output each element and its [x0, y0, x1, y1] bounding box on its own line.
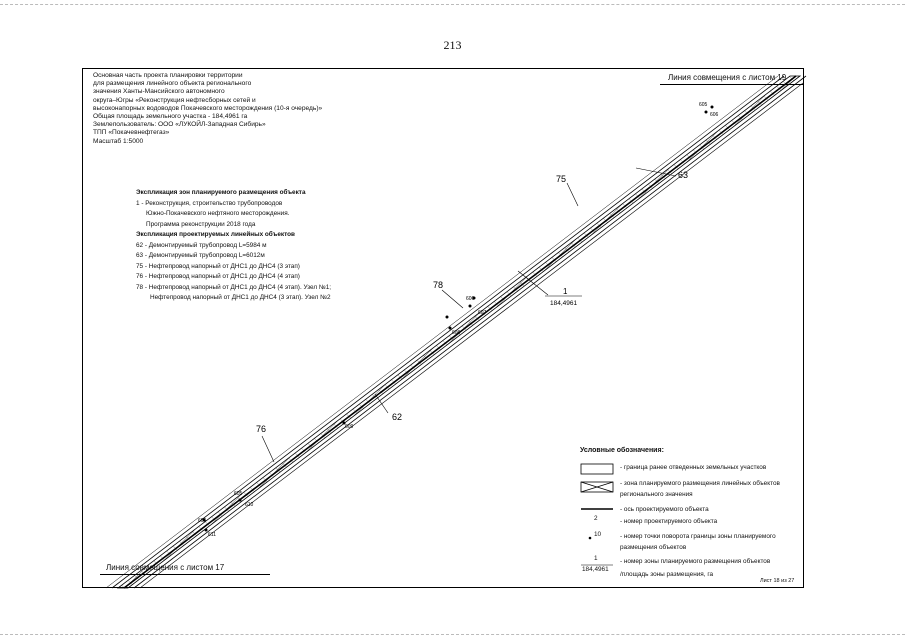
label-object-62: 62 [392, 412, 402, 422]
pipeline-corridor [105, 75, 807, 589]
zones-explication-item: Южно-Покачевского нефтяного месторождени… [146, 210, 290, 217]
point-label: 608 [452, 330, 461, 336]
drawing-frame [82, 68, 804, 588]
scan-artifact-bottom [0, 634, 905, 635]
label-zone-number: 1 [563, 287, 568, 296]
point-label: 606 [466, 296, 475, 302]
objects-explication-item: 78 - Нефтепровод напорный от ДНС1 до ДНС… [136, 283, 332, 291]
point-label: 605 [234, 491, 243, 497]
sheet-label: Лист 18 из 27 [760, 578, 795, 584]
zones-explication-item: Программа реконструкции 2018 года [146, 220, 256, 228]
match-line-bottom [100, 574, 270, 575]
leaders [261, 167, 677, 463]
legend-point-symbol [588, 536, 592, 540]
match-line-top-label: Линия совмещения с листом 19 [668, 73, 787, 82]
header-line: ТПП «Покачевнефтегаз» [93, 129, 170, 137]
point-label: 610 [245, 502, 254, 508]
legend-item: - граница ранее отведенных земельных уча… [620, 464, 767, 471]
turning-points [202, 105, 714, 532]
scan-artifact-top [0, 4, 905, 5]
objects-explication-item: 75 - Нефтепровод напорный от ДНС1 до ДНС… [136, 262, 300, 270]
header-line: Масштаб 1:5000 [93, 137, 144, 145]
point-label: 611 [208, 532, 216, 538]
header-line: высоконапорных водоводов Покачевского ме… [93, 104, 323, 112]
header-line: Землепользователь: ООО «ЛУКОЙЛ-Западная … [93, 121, 266, 129]
header-line: округа–Югры «Реконструкция нефтесборных … [93, 96, 256, 104]
objects-explication-item: 63 - Демонтируемый трубопровод L=6012м [136, 252, 265, 259]
objects-explication-item: Нефтепровод напорный от ДНС1 до ДНС4 (3 … [150, 294, 331, 301]
legend-zone-area-symbol: 184,4961 [582, 566, 609, 573]
label-object-63: 63 [678, 170, 688, 180]
label-zone-area: 184,4961 [550, 300, 577, 307]
explication: Экспликация зон планируемого размещения … [136, 188, 436, 304]
label-object-78: 78 [433, 280, 443, 290]
zones-explication-item: 1 - Реконструкция, строительство трубопр… [136, 199, 283, 207]
point-label: 605 [699, 102, 708, 108]
header-line: значения Ханты-Мансийского автономного [93, 88, 225, 96]
label-object-75: 75 [556, 174, 566, 184]
legend-item: /площадь зоны размещения, га [620, 571, 714, 578]
legend-item: размещения объектов [620, 544, 687, 551]
legend: Условные обозначения: 2 10 1 184,4961 - … [580, 447, 800, 578]
point-label: 606 [710, 112, 719, 118]
legend-item: - зона планируемого размещения линейных … [620, 480, 780, 487]
project-header: Основная часть проекта планировки террит… [93, 72, 393, 146]
point-label: 609 [345, 424, 354, 430]
point-label: 606 [198, 518, 207, 524]
legend-item: - номер проектируемого объекта [620, 518, 718, 525]
page-number: 213 [443, 38, 462, 52]
legend-zone-number-symbol: 1 [594, 555, 598, 562]
label-object-76: 76 [256, 424, 266, 434]
objects-explication-item: 76 - Нефтепровод напорный от ДНС1 до ДНС… [136, 273, 300, 280]
header-line: для размещения линейного объекта региона… [93, 80, 252, 88]
objects-explication-item: 62 - Демонтируемый трубопровод L=5984 м [136, 241, 267, 249]
legend-point-number-symbol: 10 [594, 531, 602, 538]
legend-boundary-symbol [580, 463, 614, 475]
header-line: Общая площадь земельного участка - 184,4… [93, 113, 248, 121]
legend-title: Условные обозначения: [580, 447, 664, 454]
legend-item: - номер точки поворота границы зоны план… [620, 533, 776, 540]
point-label: 607 [478, 310, 487, 316]
legend-item: - ось проектируемого объекта [620, 506, 709, 513]
legend-item: регионального значения [620, 491, 693, 498]
match-line-bottom-label: Линия совмещения с листом 17 [106, 563, 225, 572]
legend-symbols [580, 463, 614, 566]
legend-object-number-symbol: 2 [594, 515, 598, 522]
zones-explication-title: Экспликация зон планируемого размещения … [136, 189, 306, 196]
match-line-top [660, 84, 803, 85]
legend-item: - номер зоны планируемого размещения объ… [620, 558, 771, 565]
header-line: Основная часть проекта планировки террит… [93, 72, 243, 79]
objects-explication-title: Экспликация проектируемых линейных объек… [136, 231, 295, 238]
